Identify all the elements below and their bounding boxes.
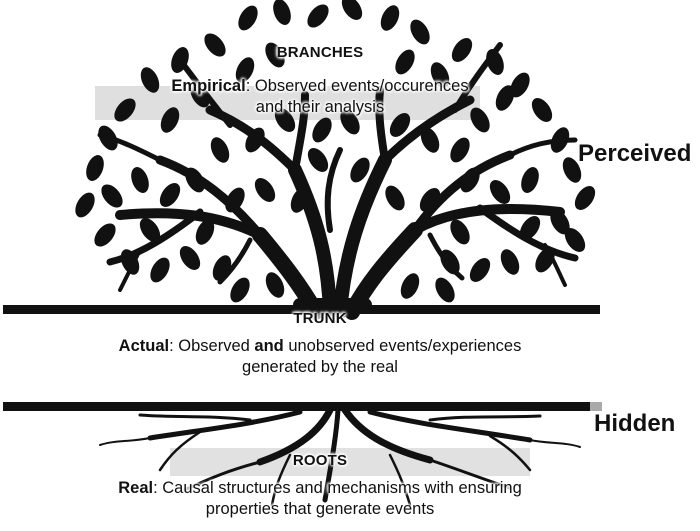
leaf [420,127,440,153]
leaf [150,257,170,283]
trunk-line1-emphasis: and [254,337,284,355]
leaf [380,5,400,31]
leaf [564,228,586,252]
roots-heading: ROOTS [292,452,348,469]
leaf [114,98,136,122]
leaf [470,107,490,133]
upper-divider-line [3,305,600,314]
trunk-line1-a: : Observed [169,337,255,355]
leaf [500,249,520,275]
leaf [395,49,415,75]
roots-description: Real: Causal structures and mechanisms w… [20,478,620,519]
leaf [265,42,285,68]
leaf [450,219,470,245]
leaf [350,157,370,183]
leaf [340,109,360,135]
leaf [469,258,491,282]
leaf [341,0,363,20]
leaf [410,19,430,45]
leaf [179,246,201,270]
trunk-line2: generated by the real [242,357,398,376]
leaf [274,108,296,132]
leaf [139,218,161,242]
trunk-description: Actual: Observed and unobserved events/e… [20,336,620,377]
trunk-heading: TRUNK [293,310,347,327]
leaf [389,113,411,137]
hidden-label: Hidden [594,410,676,437]
leaf [521,167,539,193]
tree-roots [99,406,581,507]
branches-line1: : Observed events/occurences [245,77,469,95]
tree-leaves [75,0,596,303]
leaf [273,0,291,25]
branches-heading: BRANCHES [276,44,364,61]
leaf [101,184,123,208]
leaf [94,223,116,247]
leaf [159,183,181,207]
leaf [210,137,230,163]
branches-description: Empirical: Observed events/occurences an… [90,76,550,117]
leaf [307,148,329,172]
leaf [204,33,226,57]
leaf [265,272,285,298]
leaf [307,4,329,28]
leaf [238,5,258,31]
tree-branches [97,42,579,320]
trunk-line1-c: unobserved events/experiences [283,337,522,355]
leaf [160,107,180,133]
leaf [574,186,596,210]
leaf [435,277,455,303]
leaf [495,85,515,111]
leaf [235,57,255,83]
leaf [86,155,104,181]
leaf [562,157,582,183]
leaf [140,67,160,93]
leaf [75,192,95,218]
branches-line2: and their analysis [255,97,385,116]
roots-term: Real [118,479,154,497]
leaf [450,137,470,163]
branches-term: Empirical [171,77,246,95]
leaf [230,277,250,303]
leaf [254,178,276,202]
lower-divider-end [590,402,602,411]
leaf [510,72,530,98]
perceived-label: Perceived [578,140,692,167]
leaf [385,185,405,211]
leaf [312,117,332,143]
leaf [430,62,450,88]
lower-divider-line [3,402,600,411]
roots-line2: properties that generate events [205,499,435,518]
leaf [489,180,511,204]
leaf [195,219,215,245]
roots-line1: : Causal structures and mechanisms with … [153,479,522,497]
trunk-term: Actual [118,337,170,355]
leaf [131,167,149,193]
leaf [400,273,420,299]
leaf [451,38,473,62]
leaf [531,98,553,122]
